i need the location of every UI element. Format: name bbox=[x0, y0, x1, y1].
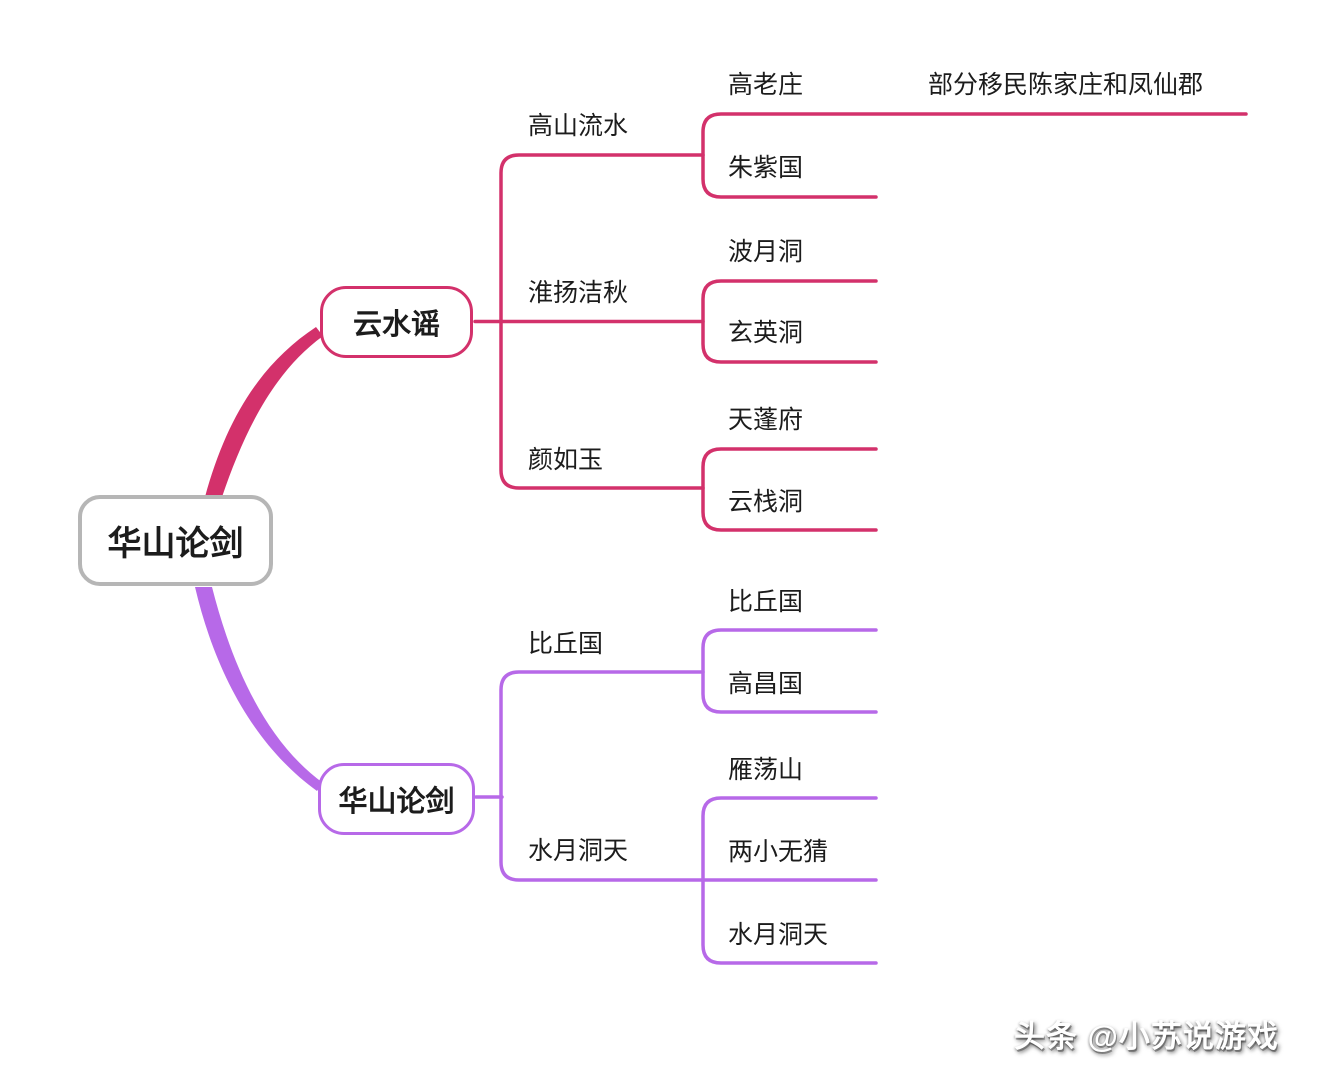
branch2-sub2-children-bracket bbox=[701, 796, 878, 965]
watermark-text: 头条 @小苏说游戏 bbox=[1014, 1019, 1279, 1054]
branch2-node: 华山论剑 bbox=[318, 763, 475, 835]
leaf-gaolaozhuang-label: 高老庄 bbox=[728, 71, 804, 99]
branch1-sub3-label: 颜如玉 bbox=[528, 446, 604, 474]
leaf-gaochangguo-label: 高昌国 bbox=[728, 670, 804, 698]
leaf-yandangshan-label: 雁荡山 bbox=[728, 756, 804, 784]
leaf-shuiyuedongtian-label: 水月洞天 bbox=[728, 921, 829, 949]
branch1-sub3-children-bracket bbox=[701, 447, 878, 532]
branch1-sub2-label: 淮扬洁秋 bbox=[528, 279, 629, 307]
branch2-sub2-label: 水月洞天 bbox=[528, 837, 629, 865]
root-to-branch1-curve bbox=[205, 327, 323, 497]
branch1-node-label: 云水谣 bbox=[352, 309, 440, 341]
leaf-tianpengfu-label: 天蓬府 bbox=[728, 406, 804, 434]
leaf-boyuedong-label: 波月洞 bbox=[728, 238, 804, 266]
root-to-branch2-curve bbox=[195, 587, 323, 791]
leaf-migration-note-label: 部分移民陈家庄和凤仙郡 bbox=[928, 71, 1204, 99]
branch1-sub2-children-bracket bbox=[701, 279, 878, 364]
branch2-sub1-label: 比丘国 bbox=[528, 630, 604, 658]
leaf-zhuziguo-label: 朱紫国 bbox=[728, 154, 804, 182]
leaf-biqiuguo-label: 比丘国 bbox=[728, 588, 804, 616]
branch1-sub1-label: 高山流水 bbox=[528, 112, 629, 140]
branch2-node-label: 华山论剑 bbox=[338, 786, 455, 818]
leaf-yunzhandong-label: 云栈洞 bbox=[728, 488, 804, 516]
root-node: 华山论剑 bbox=[78, 495, 273, 586]
branch1-node: 云水谣 bbox=[320, 286, 473, 358]
leaf-xuanyingdong-label: 玄英洞 bbox=[728, 319, 804, 347]
branch2-sub1-children-bracket bbox=[701, 628, 878, 714]
root-node-label: 华山论剑 bbox=[107, 525, 244, 563]
branch1-sub1-children-bracket bbox=[701, 112, 1248, 199]
leaf-liangxiaowucai-label: 两小无猜 bbox=[728, 838, 829, 866]
branch2-trunk-bracket bbox=[499, 670, 878, 882]
